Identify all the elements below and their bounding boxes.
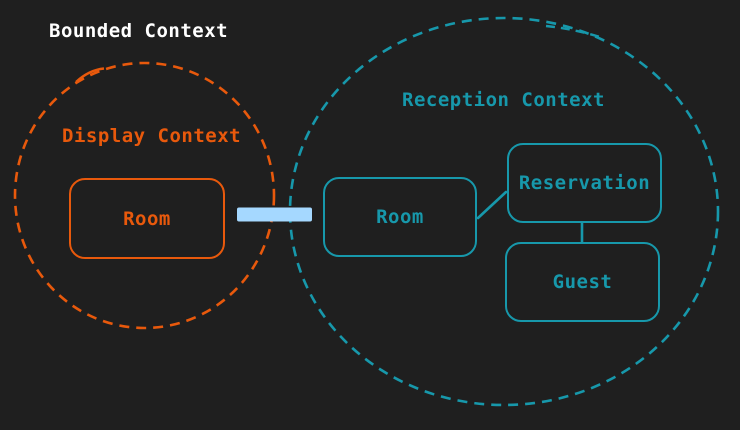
reception-context-circle-seam bbox=[545, 24, 604, 40]
diagram-title: Bounded Context bbox=[49, 20, 229, 42]
reception-room-node: Room bbox=[323, 177, 477, 257]
shared-room-connector-bar bbox=[237, 207, 312, 222]
reservation-node: Reservation bbox=[507, 143, 662, 223]
display-context-label: Display Context bbox=[62, 125, 242, 147]
reception-context-boundary-circle bbox=[288, 16, 720, 407]
reception-context-label: Reception Context bbox=[402, 89, 605, 111]
display-context-boundary-circle bbox=[13, 61, 276, 330]
room-reservation-connector bbox=[476, 190, 508, 220]
guest-node: Guest bbox=[505, 242, 660, 322]
display-context-circle-seam bbox=[75, 67, 105, 83]
display-room-node: Room bbox=[69, 178, 225, 259]
